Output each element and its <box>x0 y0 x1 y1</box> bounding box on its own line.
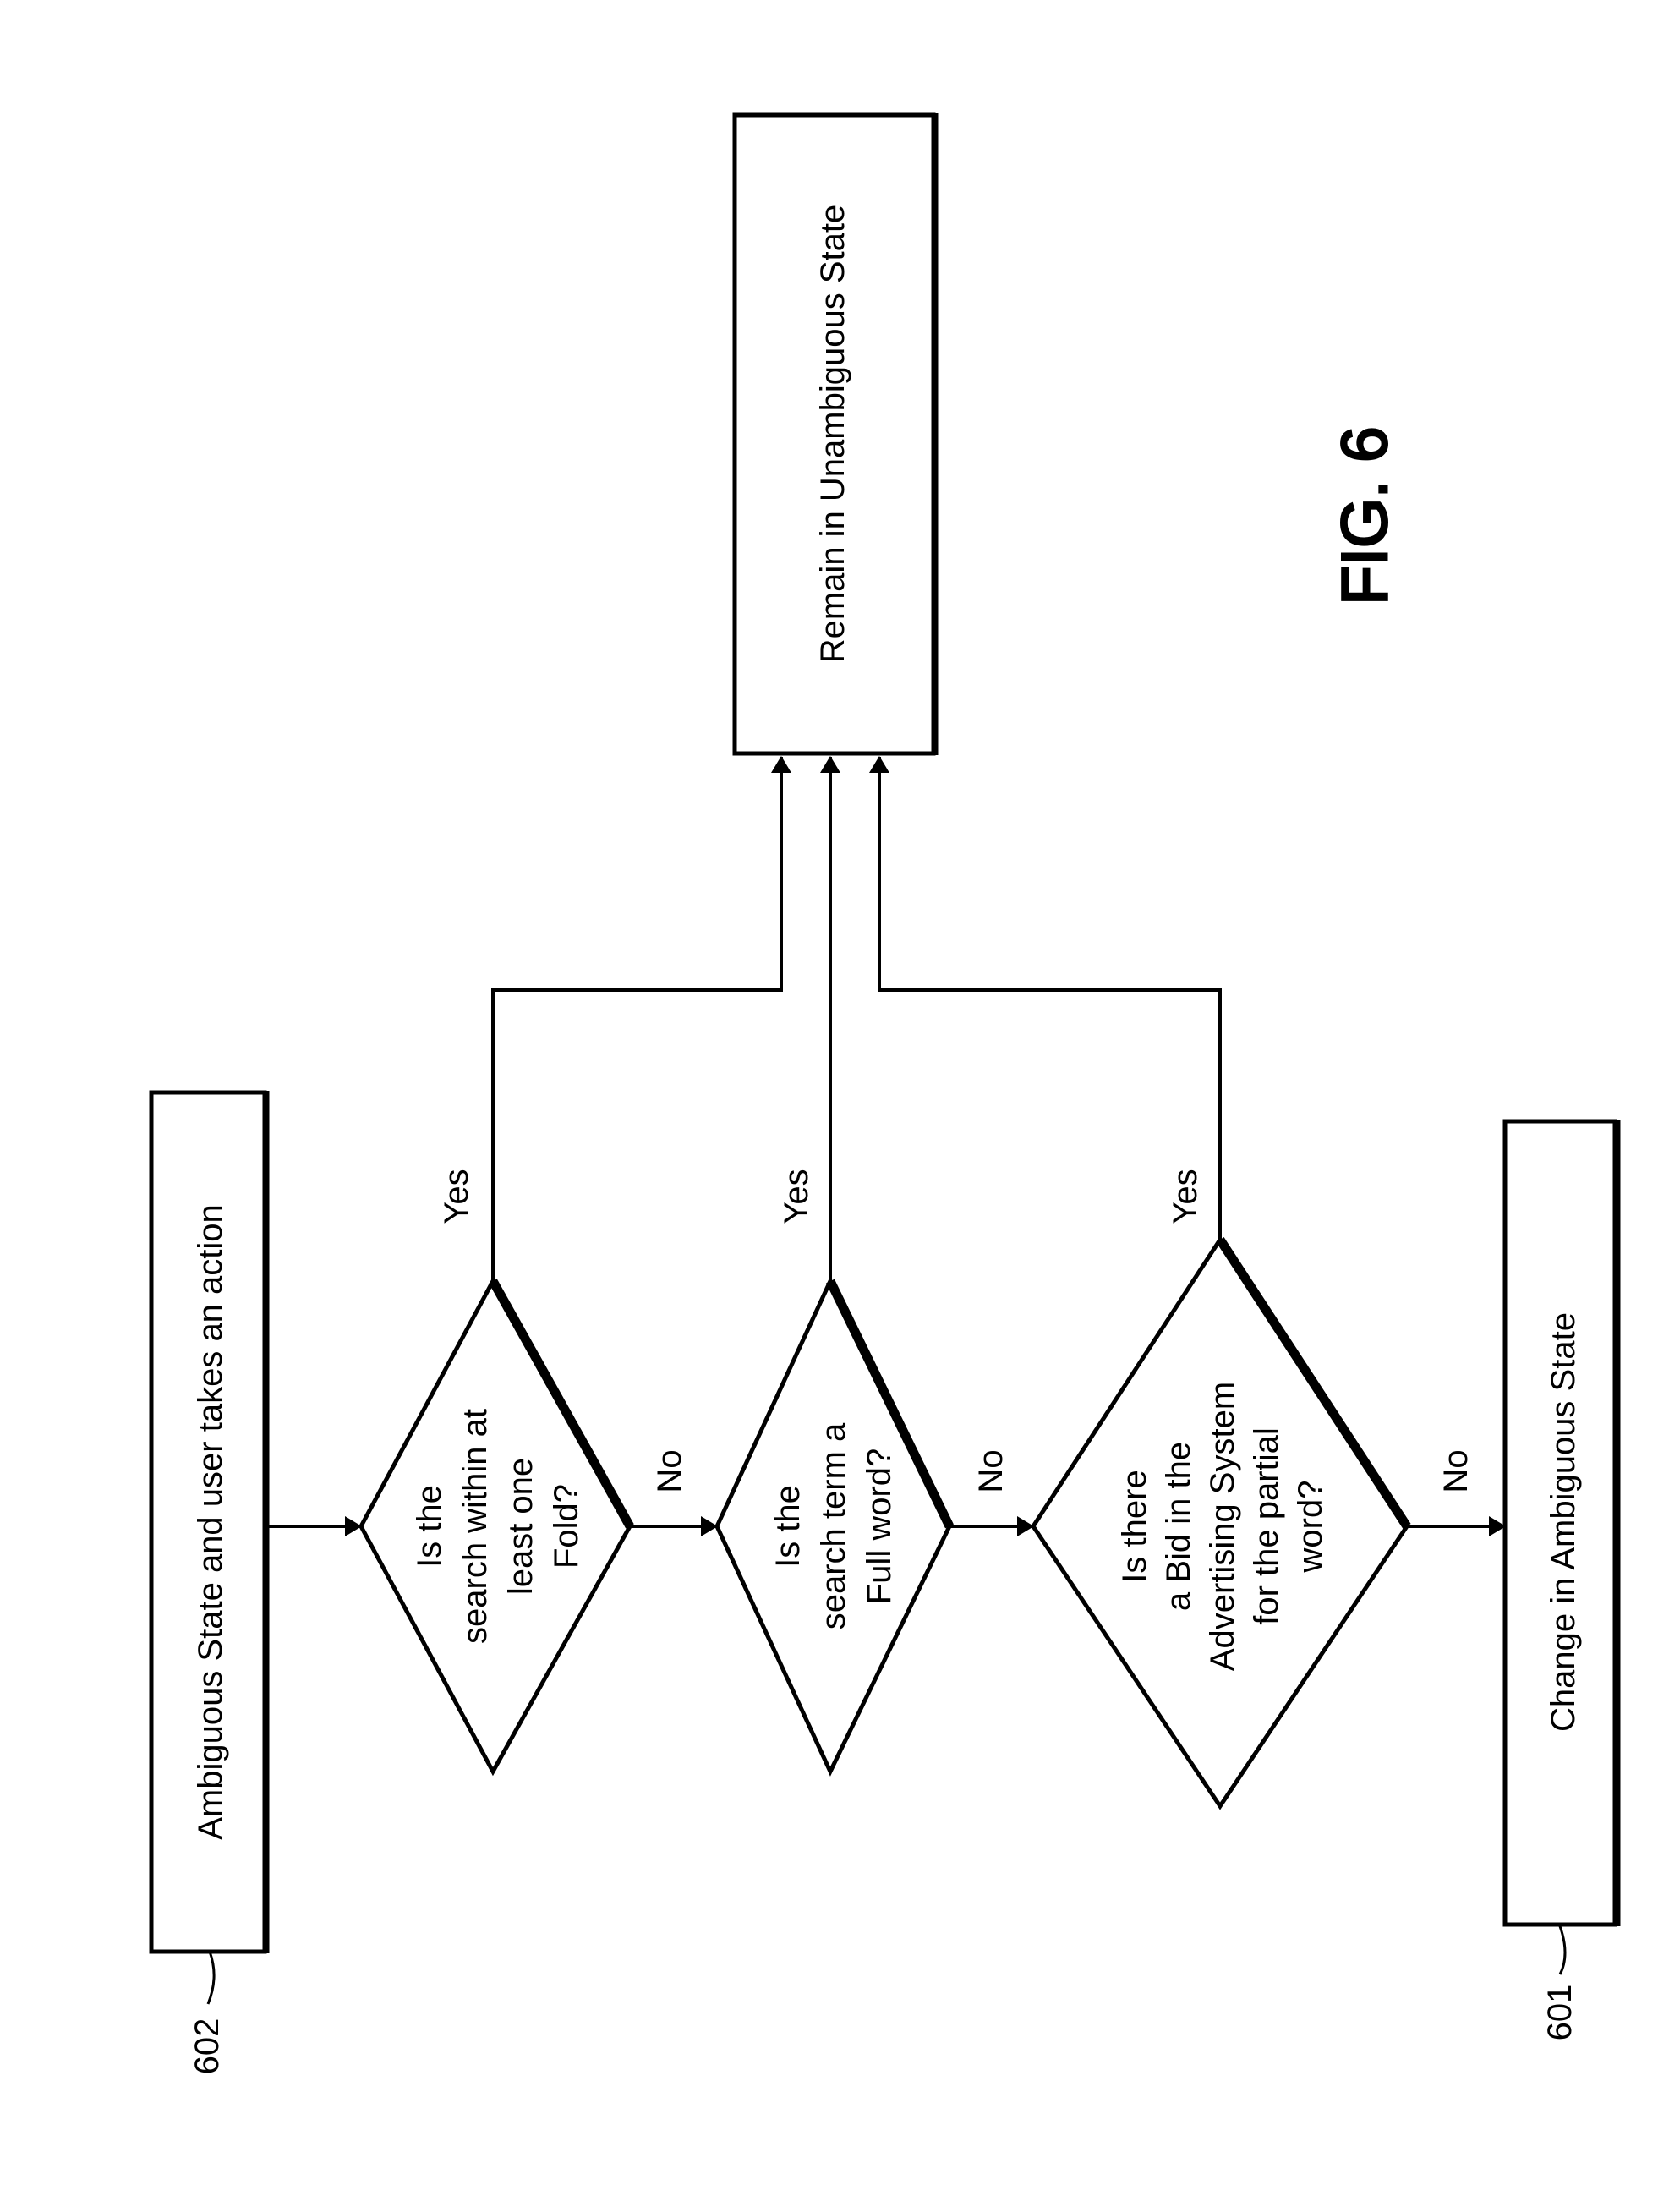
change-box-label: Change in Ambiguous State <box>1545 1312 1582 1732</box>
decision1-diamond <box>358 1276 634 1777</box>
svg-text:Is the: Is the <box>769 1485 807 1568</box>
no-label-1: No <box>651 1449 688 1492</box>
svg-text:word?: word? <box>1292 1481 1329 1574</box>
start-box-label: Ambiguous State and user takes an action <box>192 1204 229 1840</box>
change-box: Change in Ambiguous State <box>1502 1119 1621 1927</box>
ref-601-label: 601 <box>1541 1985 1579 2041</box>
svg-text:Full word?: Full word? <box>861 1448 898 1605</box>
no-label-3: No <box>1437 1449 1475 1492</box>
svg-text:least one: least one <box>502 1458 539 1595</box>
svg-text:Advertising System: Advertising System <box>1204 1382 1241 1671</box>
yes-path-3 <box>869 756 1222 1240</box>
yes-path-1 <box>491 756 791 1281</box>
svg-text:Fold?: Fold? <box>548 1484 585 1569</box>
svg-text:Is the: Is the <box>411 1485 448 1568</box>
figure-title: FIG. 6 <box>1329 426 1401 605</box>
ref-601-leader <box>1558 1925 1567 1975</box>
yes-label-3: Yes <box>1167 1169 1204 1224</box>
ref-602-label: 602 <box>189 2018 226 2075</box>
svg-text:a Bid in the: a Bid in the <box>1160 1442 1197 1611</box>
remain-box: Remain in Unambiguous State <box>732 112 939 756</box>
ref-602-leader <box>206 1951 216 2005</box>
yes-label-2: Yes <box>778 1169 815 1224</box>
decision3-diamond <box>1031 1235 1411 1810</box>
yes-label-1: Yes <box>438 1169 475 1224</box>
svg-text:for the partial: for the partial <box>1248 1427 1285 1624</box>
decision2-diamond <box>714 1276 954 1777</box>
decision3-text: Is there a Bid in the Advertising System… <box>1116 1382 1329 1671</box>
svg-text:Is there: Is there <box>1116 1470 1153 1582</box>
svg-text:search within at: search within at <box>457 1409 494 1644</box>
decision2-text: Is the search term a Full word? <box>769 1422 898 1629</box>
start-box: Ambiguous State and user takes an action <box>149 1090 270 1954</box>
decision1-text: Is the search within at least one Fold? <box>411 1409 585 1644</box>
svg-text:search term a: search term a <box>815 1422 852 1629</box>
remain-box-label: Remain in Unambiguous State <box>814 205 851 664</box>
no-label-2: No <box>972 1449 1010 1492</box>
